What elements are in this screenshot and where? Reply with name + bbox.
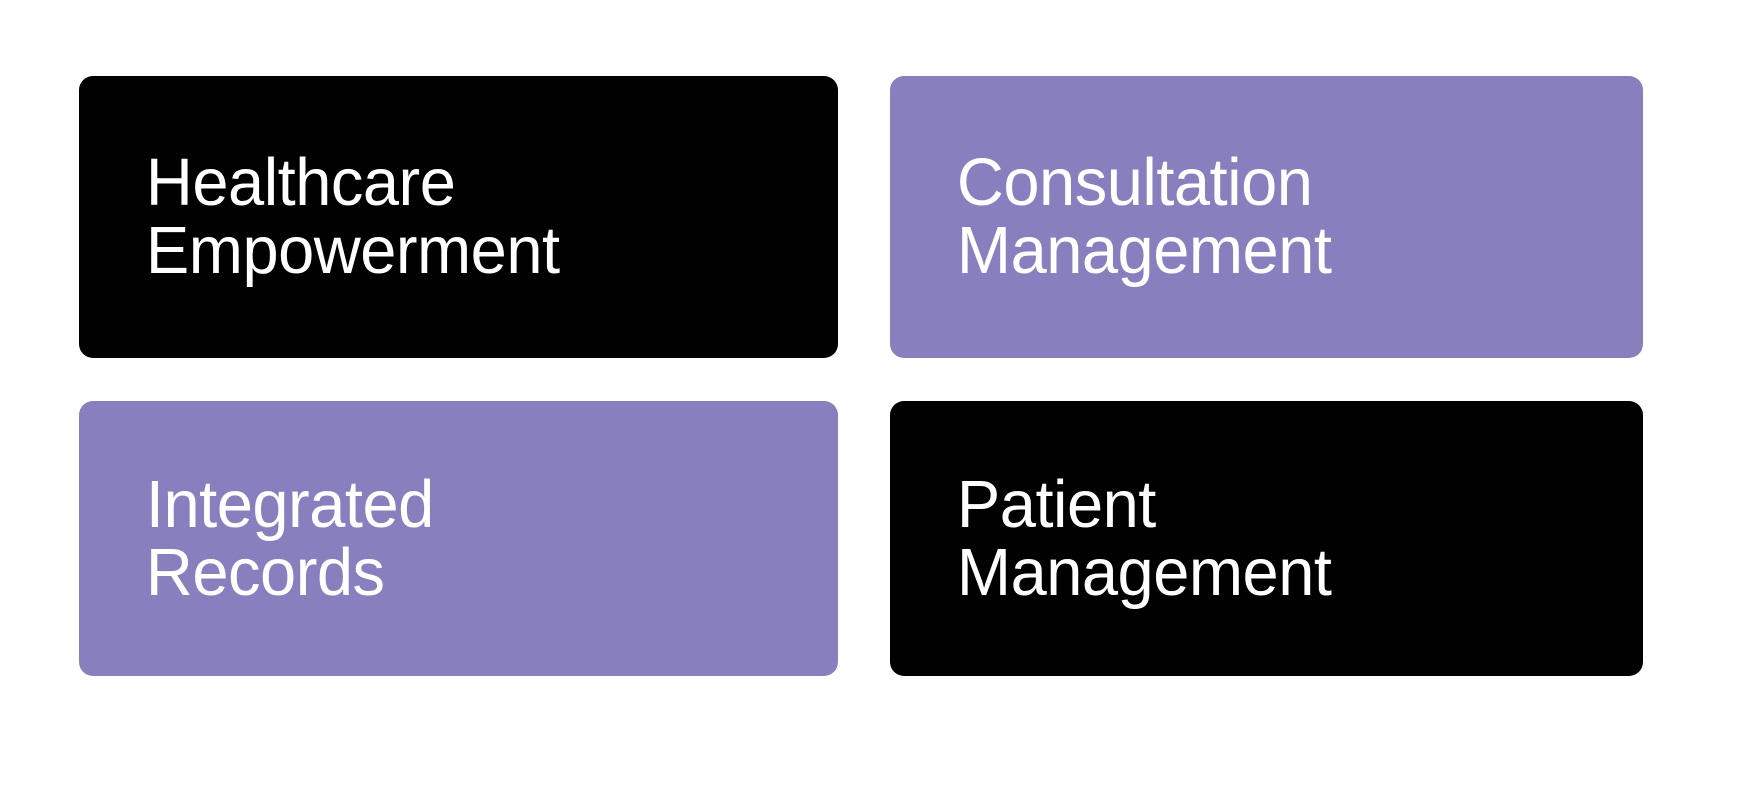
feature-card-title: Consultation Management bbox=[956, 145, 1332, 288]
feature-card-title: Healthcare Empowerment bbox=[145, 145, 560, 288]
feature-card-title: Patient Management bbox=[956, 466, 1332, 610]
feature-card-consultation-management[interactable]: Consultation Management bbox=[890, 76, 1643, 358]
feature-card-healthcare-empowerment[interactable]: Healthcare Empowerment bbox=[79, 76, 838, 358]
feature-card-title: Integrated Records bbox=[145, 466, 434, 610]
feature-card-integrated-records[interactable]: Integrated Records bbox=[79, 401, 838, 676]
feature-card-patient-management[interactable]: Patient Management bbox=[890, 401, 1643, 676]
